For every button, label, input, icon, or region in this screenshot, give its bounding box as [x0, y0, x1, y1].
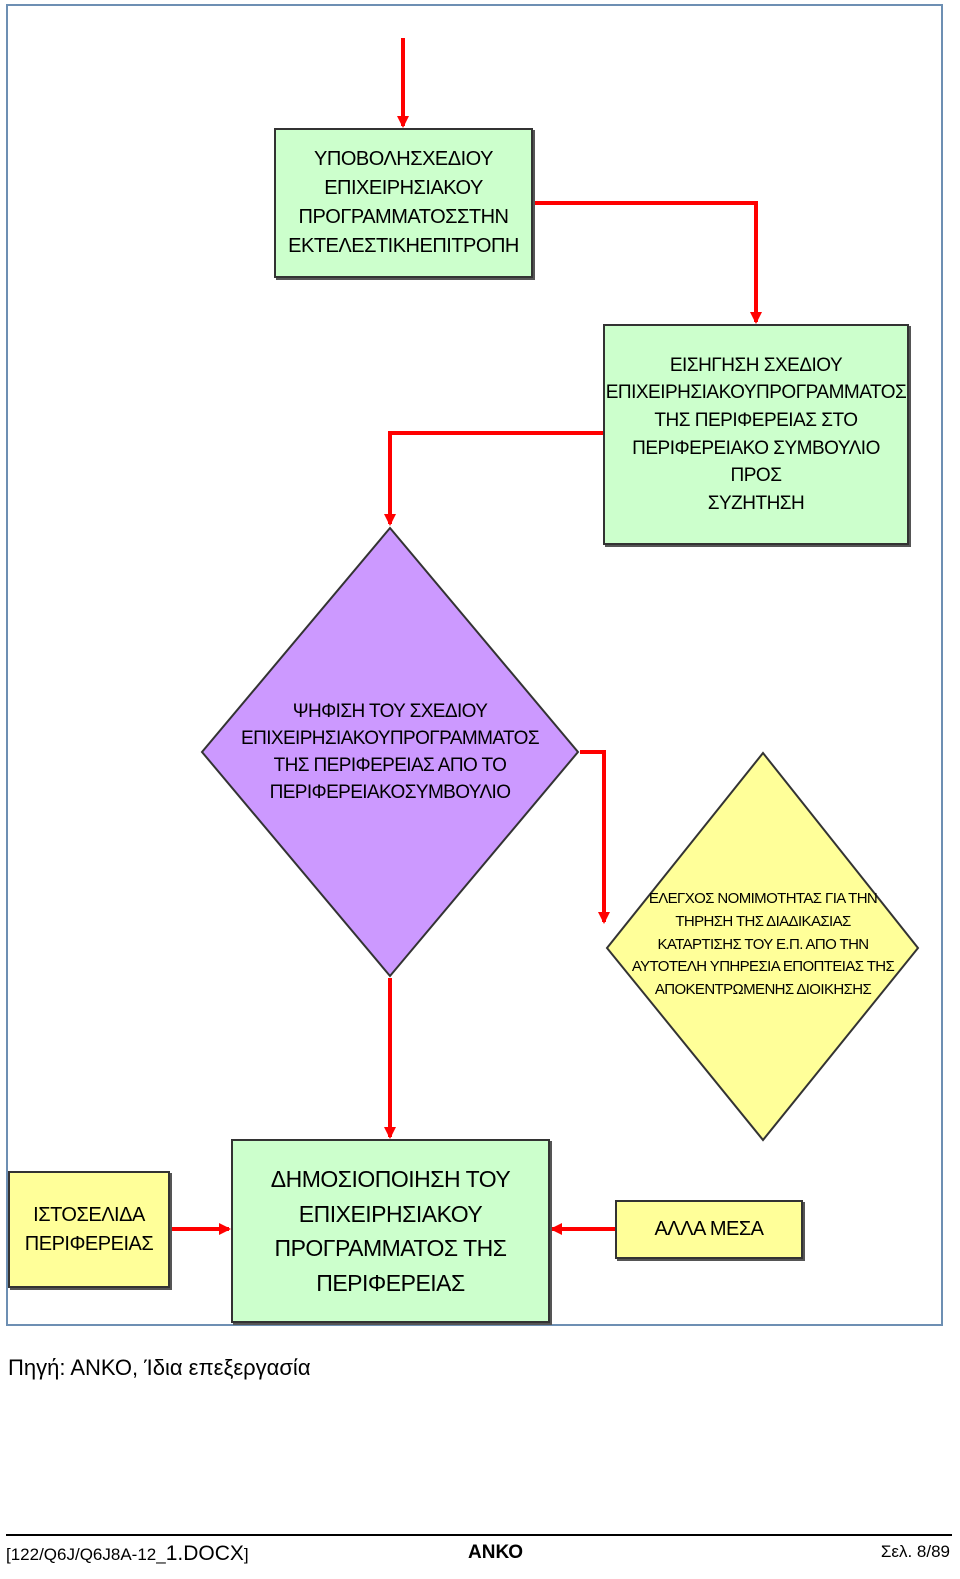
arrow-recommendation-to-vote	[384, 431, 603, 526]
recommendation-label: ΕΙΣΗΓΗΣΗ ΣΧΕΔΙΟΥ ΕΠΙΧΕΙΡΗΣΙΑΚΟΥΠΡΟΓΡΑΜΜΑ…	[605, 354, 907, 514]
footer-rule	[6, 1534, 952, 1536]
arrow-vote-to-legality-check	[580, 750, 610, 924]
website-box: ΙΣΤΟΣΕΛΙΔΑ ΠΕΡΙΦΕΡΕΙΑΣ	[8, 1171, 170, 1288]
other-media-box: ΑΛΛΑ ΜΕΣΑ	[615, 1200, 803, 1259]
website-label: ΙΣΤΟΣΕΛΙΔΑ ΠΕΡΙΦΕΡΕΙΑΣ	[24, 1203, 154, 1255]
footer-doc-prefix: [122/Q6J/Q6J8A-12_	[6, 1545, 166, 1564]
other-media-label: ΑΛΛΑ ΜΕΣΑ	[654, 1218, 764, 1240]
source-caption: Πηγή: ΑΝΚΟ, Ίδια επεξεργασία	[8, 1355, 311, 1380]
diagram-frame	[6, 4, 943, 1326]
publication-box: ΔΗΜΟΣΙΟΠΟΙΗΣΗ ΤΟΥ ΕΠΙΧΕΙΡΗΣΙΑΚΟΥ ΠΡΟΓΡΑΜ…	[231, 1139, 550, 1323]
legality-check-diamond	[605, 751, 920, 1142]
footer-document-id: [122/Q6J/Q6J8A-12_1.DOCX]	[6, 1542, 249, 1566]
footer-doc-suffix: ]	[243, 1545, 249, 1564]
footer-doc-name: 1.DOCX	[165, 1542, 244, 1565]
legality-check-label: ΕΛΕΓΧΟΣ ΝΟΜΙΜΟΤΗΤΑΣ ΓΙΑ ΤΗΝ ΤΗΡΗΣΗ ΤΗΣ Δ…	[631, 890, 895, 999]
publication-label: ΔΗΜΟΣΙΟΠΟΙΗΣΗ ΤΟΥ ΕΠΙΧΕΙΡΗΣΙΑΚΟΥ ΠΡΟΓΡΑΜ…	[270, 1166, 511, 1296]
vote-label: ΨΗΦΙΣΗ ΤΟΥ ΣΧΕΔΙΟΥ ΕΠΙΧΕΙΡΗΣΙΑΚΟΥΠΡΟΓΡΑΜ…	[241, 701, 540, 803]
submission-label: ΥΠΟΒΟΛΗΣΧΕΔΙΟΥ ΕΠΙΧΕΙΡΗΣΙΑΚΟΥ ΠΡΟΓΡΑΜΜΑΤ…	[288, 148, 519, 257]
arrow-submission-to-recommendation	[533, 201, 762, 324]
recommendation-box: ΕΙΣΗΓΗΣΗ ΣΧΕΔΙΟΥ ΕΠΙΧΕΙΡΗΣΙΑΚΟΥΠΡΟΓΡΑΜΜΑ…	[603, 324, 909, 545]
submission-box: ΥΠΟΒΟΛΗΣΧΕΔΙΟΥ ΕΠΙΧΕΙΡΗΣΙΑΚΟΥ ΠΡΟΓΡΑΜΜΑΤ…	[274, 128, 533, 278]
footer-page-number: Σελ. 8/89	[880, 1542, 950, 1561]
footer-organization: ΑΝΚΟ	[468, 1542, 524, 1563]
vote-diamond	[200, 526, 580, 978]
